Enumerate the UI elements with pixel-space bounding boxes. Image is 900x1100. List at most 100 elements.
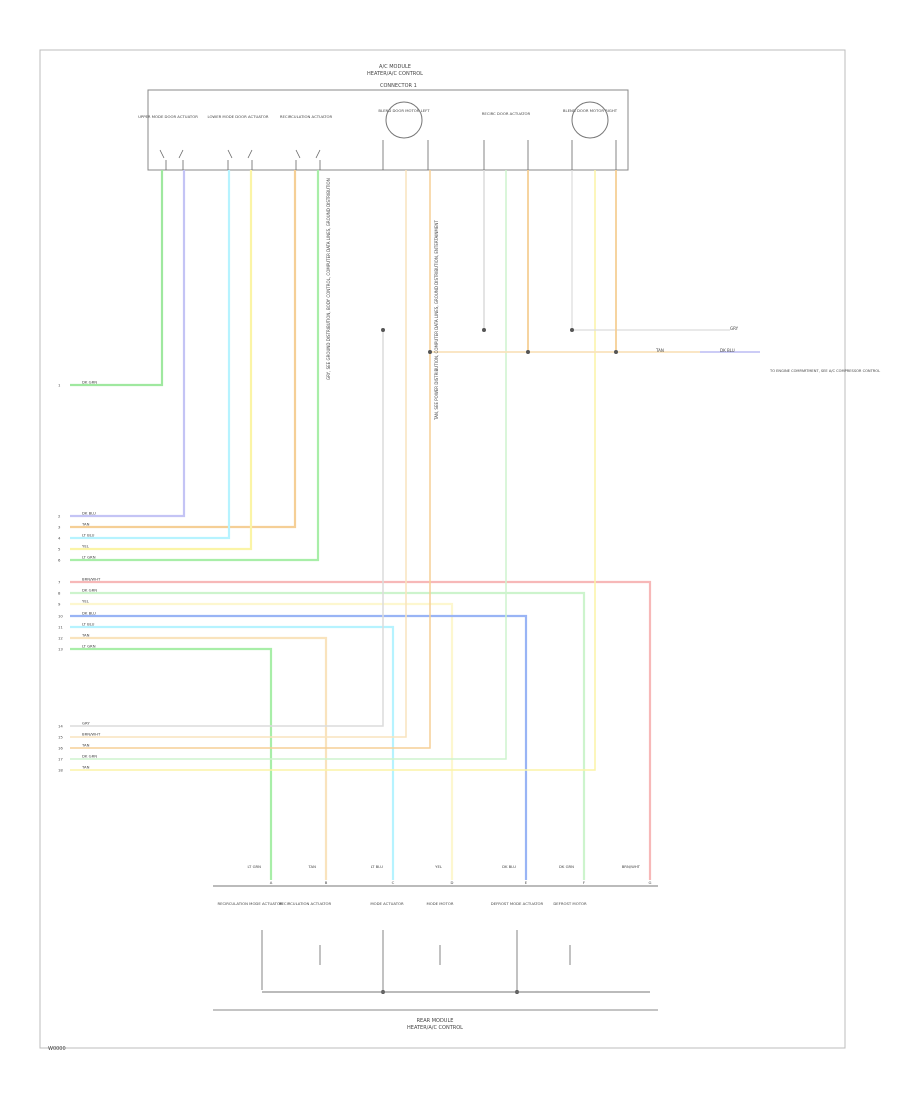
left-pin-label: 18	[58, 768, 63, 773]
wire-tan-3	[70, 170, 431, 749]
splice-dot	[428, 350, 432, 354]
left-wire-color-label: YEL	[82, 544, 90, 549]
wire-yel-2	[70, 602, 454, 880]
bottom-pin-label: G	[649, 880, 652, 885]
left-wire-color-label: LT GRN	[82, 555, 96, 560]
bottom-wire-color-label: LT BLU	[371, 864, 384, 869]
wire-brn-wht-2	[70, 170, 407, 738]
wire-tan	[70, 170, 297, 529]
top-module-part: CONNECTOR 1	[380, 83, 417, 89]
splice-dot	[614, 350, 618, 354]
top-device-5: RECIRC DOOR ACTUATOR	[482, 111, 531, 116]
left-pin-label: 16	[58, 746, 63, 751]
left-wire-color-label: TAN	[81, 765, 90, 770]
left-pin-label: 3	[58, 525, 61, 530]
bottom-pin-label: E	[525, 880, 528, 885]
left-wire-color-label: DK GRN	[82, 380, 97, 385]
left-wire-color-label: LT GRN	[82, 644, 96, 649]
left-wire-color-label: LT BLU	[82, 533, 95, 538]
splice-dot	[482, 328, 486, 332]
top-device-1: UPPER MODE DOOR ACTUATOR	[138, 114, 198, 119]
left-pin-label: 4	[58, 536, 61, 541]
wire-dk-blu	[70, 170, 186, 518]
wire-lt-blu-2	[70, 625, 395, 880]
left-pin-label: 5	[58, 547, 61, 552]
bottom-wire-color-label: BRN/WHT	[622, 864, 641, 869]
bottom-device-6: DEFROST MOTOR	[553, 901, 587, 906]
wire-dk-grn-2	[70, 591, 586, 880]
left-pin-label: 14	[58, 724, 63, 729]
left-wire-color-label: BRN/WHT	[82, 732, 101, 737]
wire-gry	[70, 330, 384, 727]
bottom-devices: RECIRCULATION MODE ACTUATOR RECIRCULATIO…	[218, 901, 650, 993]
bottom-module-subtitle: HEATER/A/C CONTROL	[407, 1025, 463, 1031]
bottom-pin-label: C	[392, 880, 395, 885]
top-module-subtitle: HEATER/A/C CONTROL	[367, 71, 423, 77]
wire-layer	[70, 170, 760, 880]
bottom-pin-label: B	[325, 880, 328, 885]
splice-dot	[526, 350, 530, 354]
switch-contacts	[159, 140, 617, 170]
top-module-box	[147, 89, 629, 171]
wire-tan-4	[70, 170, 596, 771]
left-pin-label: 13	[58, 647, 63, 652]
bottom-wire-color-label: LT GRN	[247, 864, 261, 869]
left-wire-color-label: BRN/WHT	[82, 577, 101, 582]
power-note: TAN, SEE POWER DISTRIBUTION, COMPUTER DA…	[434, 220, 439, 421]
left-pin-label: 8	[58, 591, 61, 596]
wire-dk-grn	[70, 170, 164, 387]
left-wire-color-label: DK GRN	[82, 754, 97, 759]
left-pin-label: 17	[58, 757, 63, 762]
left-wire-color-label: LT BLU	[82, 622, 95, 627]
bottom-device-1: RECIRCULATION MODE ACTUATOR	[218, 901, 283, 906]
left-pin-label: 15	[58, 735, 63, 740]
left-pin-label: 11	[58, 625, 63, 630]
left-pin-label: 2	[58, 514, 61, 519]
splice-layer	[381, 328, 618, 994]
left-wire-color-label: TAN	[81, 522, 90, 527]
left-pin-label: 10	[58, 614, 63, 619]
wire-dk-blu-2	[70, 614, 528, 880]
bottom-wire-color-label: DK GRN	[559, 864, 574, 869]
right-reference: TO ENGINE COMPARTMENT, SEE A/C COMPRESSO…	[769, 369, 880, 373]
right-wire-dkblu: DK BLU	[720, 348, 735, 353]
diagram-frame	[39, 49, 846, 1049]
right-wire-tan: TAN	[655, 348, 664, 353]
left-pin-label: 9	[58, 602, 61, 607]
wire-brn-wht	[70, 580, 652, 880]
bottom-device-2: RECIRCULATION ACTUATOR	[279, 901, 332, 906]
splice-dot	[381, 328, 385, 332]
top-device-4: BLEND DOOR MOTOR LEFT	[378, 108, 430, 113]
top-device-3: RECIRCULATION ACTUATOR	[280, 114, 333, 119]
bottom-wire-color-label: DK BLU	[502, 864, 516, 869]
bottom-device-3: MODE ACTUATOR	[370, 901, 404, 906]
figure-code: W0000	[48, 1046, 66, 1052]
left-pin-label: 6	[58, 558, 61, 563]
ground-note: GRY, SEE GROUND DISTRIBUTION, BODY CONTR…	[326, 178, 331, 380]
bottom-module-title: REAR MODULE	[417, 1018, 454, 1024]
left-wire-color-label: TAN	[81, 743, 90, 748]
left-pin-label: 12	[58, 636, 63, 641]
wire-yel	[70, 170, 253, 551]
left-wire-color-label: DK BLU	[82, 611, 96, 616]
left-pin-label: 7	[58, 580, 61, 585]
wire-tan-2	[70, 636, 328, 880]
left-pin-label: 1	[58, 383, 61, 388]
right-wire-gry: GRY	[730, 326, 739, 331]
wire-lt-blu	[70, 170, 231, 540]
bottom-pin-label: F	[583, 880, 585, 885]
bottom-device-4: MODE MOTOR	[426, 901, 453, 906]
left-wire-color-label: GRY	[82, 721, 90, 726]
bottom-wire-color-label: YEL	[435, 864, 443, 869]
top-module: A/C MODULE HEATER/A/C CONTROL CONNECTOR …	[138, 64, 629, 171]
bottom-device-5: DEFROST MODE ACTUATOR	[491, 901, 544, 906]
motor-icon	[385, 101, 423, 139]
left-wire-color-label: DK BLU	[82, 511, 96, 516]
motor-icon	[571, 101, 609, 139]
bottom-pin-label: D	[451, 880, 454, 885]
bottom-pin-label: A	[270, 880, 273, 885]
bottom-switch-contacts	[261, 930, 571, 990]
